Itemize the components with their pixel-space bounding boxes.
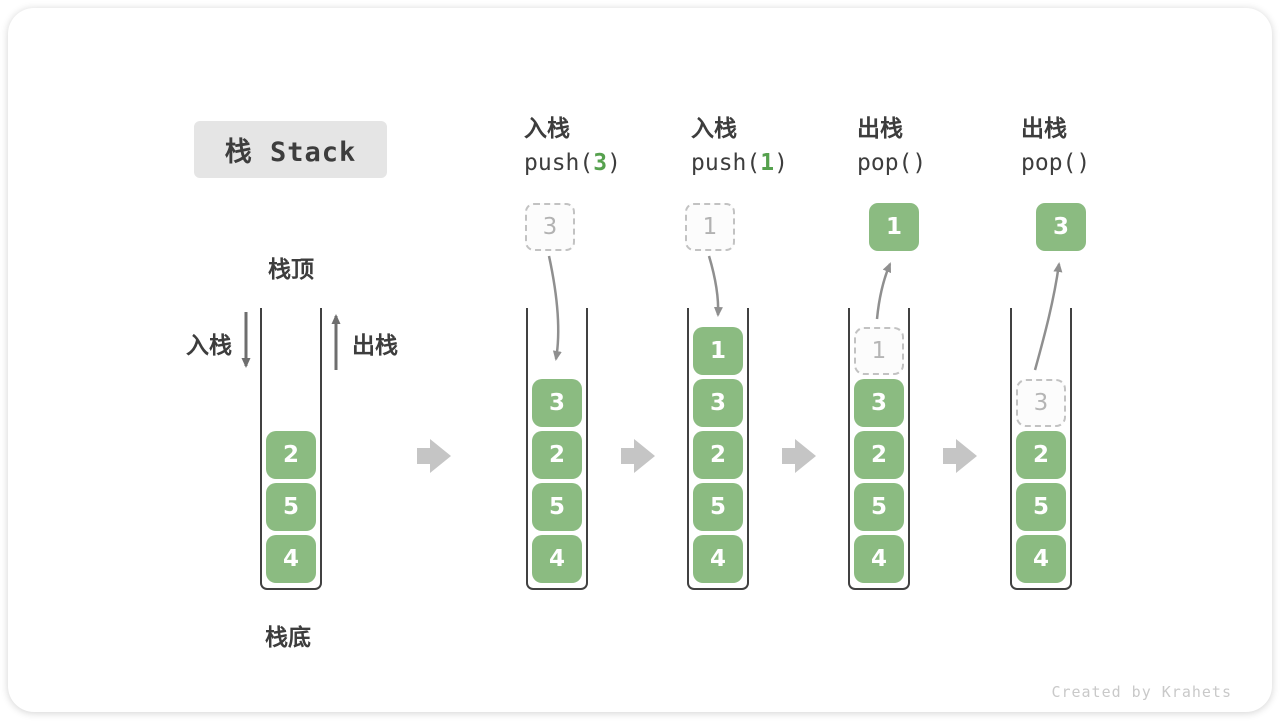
stack-item-ghost: 3	[1016, 379, 1066, 427]
stack-item: 2	[266, 431, 316, 479]
stack-state-2: 3 2 5 4	[526, 308, 588, 590]
stack-state-3: 1 3 2 5 4	[687, 308, 749, 590]
op-header-pop-2: 出栈 pop()	[1021, 114, 1090, 180]
stack-state-1: 2 5 4	[260, 308, 322, 590]
stack-item: 2	[693, 431, 743, 479]
stack-item: 5	[854, 483, 904, 531]
stack-item: 2	[532, 431, 582, 479]
next-step-arrow-icon	[782, 439, 816, 473]
stack-state-5: 3 2 5 4	[1010, 308, 1072, 590]
op-code: push(1)	[691, 150, 788, 176]
popped-element-box: 3	[1036, 203, 1086, 251]
op-header-push-1: 入栈 push(1)	[691, 114, 788, 180]
stack-item: 3	[854, 379, 904, 427]
push-direction-label: 入栈	[186, 333, 232, 359]
op-label: 入栈	[691, 116, 737, 142]
op-code-arg: 3	[593, 150, 608, 176]
push-motion-arrow-icon	[707, 255, 723, 317]
stack-item: 5	[532, 483, 582, 531]
diagram-card: 栈 Stack 入栈 push(3) 入栈 push(1) 出栈 pop() 出…	[8, 8, 1272, 712]
stack-item: 2	[1016, 431, 1066, 479]
next-step-arrow-icon	[417, 439, 451, 473]
pop-direction-label: 出栈	[352, 333, 398, 359]
diagram-title: 栈 Stack	[224, 137, 357, 168]
incoming-element-box: 3	[525, 203, 575, 251]
op-label: 出栈	[1021, 116, 1067, 142]
stack-state-4: 1 3 2 5 4	[848, 308, 910, 590]
stack-item: 4	[532, 535, 582, 583]
stack-item-ghost: 1	[854, 327, 904, 375]
op-code-arg: 1	[760, 150, 775, 176]
op-label: 出栈	[857, 116, 903, 142]
watermark: Created by Krahets	[1051, 683, 1232, 701]
stack-item: 3	[532, 379, 582, 427]
op-code: push(3)	[524, 150, 621, 176]
op-header-pop-1: 出栈 pop()	[857, 114, 926, 180]
op-label: 入栈	[524, 116, 570, 142]
stack-item: 4	[693, 535, 743, 583]
op-code: pop()	[857, 150, 927, 176]
stack-item: 4	[266, 535, 316, 583]
stack-item: 5	[693, 483, 743, 531]
stack-item: 5	[1016, 483, 1066, 531]
next-step-arrow-icon	[621, 439, 655, 473]
popped-element-box: 1	[869, 203, 919, 251]
stack-item: 4	[854, 535, 904, 583]
incoming-element-box: 1	[685, 203, 735, 251]
title-box: 栈 Stack	[194, 121, 387, 178]
op-header-push-3: 入栈 push(3)	[524, 114, 621, 180]
stack-item: 1	[693, 327, 743, 375]
stack-item: 4	[1016, 535, 1066, 583]
op-code: pop()	[1021, 150, 1091, 176]
stack-item: 3	[693, 379, 743, 427]
stack-item: 2	[854, 431, 904, 479]
stack-top-label: 栈顶	[268, 257, 314, 283]
stack-item: 5	[266, 483, 316, 531]
stack-bottom-label: 栈底	[265, 625, 311, 651]
next-step-arrow-icon	[943, 439, 977, 473]
